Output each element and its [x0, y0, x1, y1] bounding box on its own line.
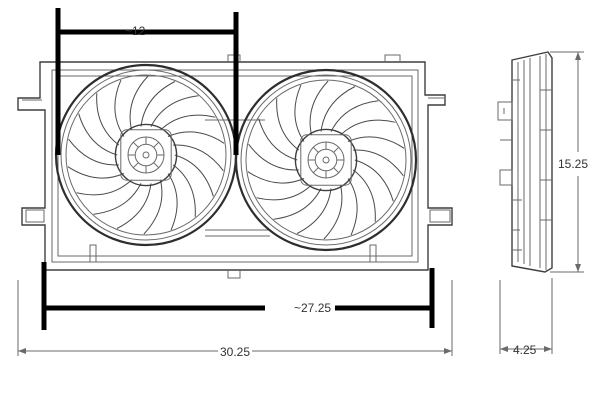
inner-width-marker — [41, 262, 435, 330]
fan-diameter-marker — [55, 8, 239, 155]
inner-width-label: ~27.25 — [294, 301, 331, 315]
shroud-side-view — [497, 51, 553, 273]
overall-width-dimension — [17, 280, 453, 356]
fan-diameter-label: ~12 — [125, 24, 146, 38]
depth-dimension — [499, 278, 553, 354]
overall-width-label: 30.25 — [220, 345, 250, 359]
depth-label: 4.25 — [513, 343, 537, 357]
right-fan-icon — [234, 68, 418, 252]
height-label: 15.25 — [558, 157, 588, 171]
height-dimension — [550, 51, 584, 273]
left-fan-icon — [54, 63, 238, 247]
